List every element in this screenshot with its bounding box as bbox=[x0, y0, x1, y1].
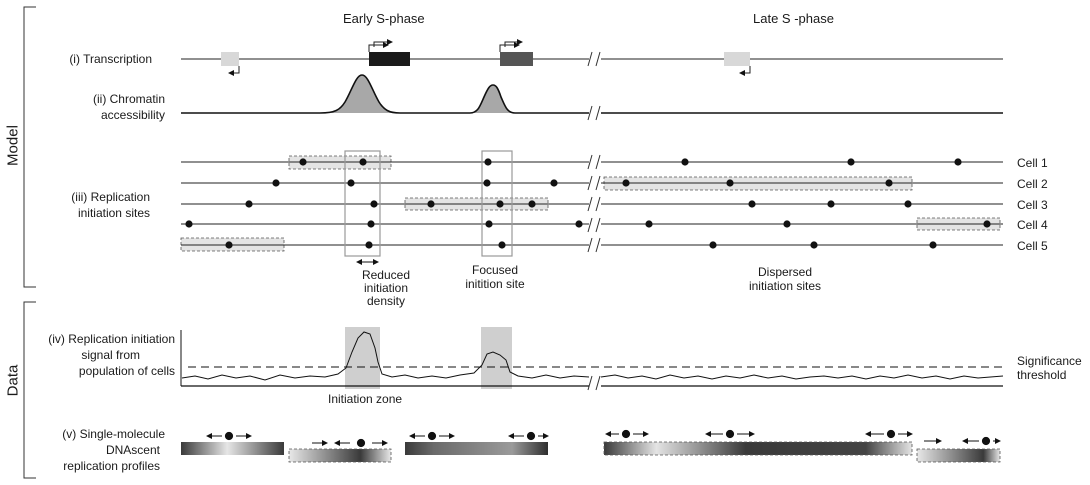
cell-label-1: Cell 1 bbox=[1017, 156, 1048, 170]
active-gene-2 bbox=[500, 52, 533, 66]
row-label-signal-3: population of cells bbox=[78, 364, 175, 378]
row-label-chromatin-1: (ii) Chromatin bbox=[92, 92, 165, 106]
annotation-dispersed-2: initiation sites bbox=[748, 279, 822, 293]
phase-title-early: Early S-phase bbox=[343, 11, 425, 26]
dnascent-bar-4 bbox=[603, 441, 913, 456]
dnascent-bar-1 bbox=[181, 442, 284, 455]
annotation-dispersed-1: Dispersed bbox=[757, 265, 813, 279]
signal-track bbox=[180, 327, 1004, 389]
annotation-significance-2: threshold bbox=[1017, 368, 1067, 382]
row-label-chromatin-2: accessibility bbox=[100, 108, 165, 122]
data-bracket bbox=[23, 301, 36, 479]
inactive-gene-2 bbox=[724, 52, 750, 66]
cell-label-5: Cell 5 bbox=[1017, 239, 1048, 253]
dnascent-bar-5 bbox=[916, 448, 1001, 463]
annotation-focused-1: Focused bbox=[471, 263, 519, 277]
cell-label-3: Cell 3 bbox=[1017, 198, 1048, 212]
cell-label-2: Cell 2 bbox=[1017, 177, 1048, 191]
initiation-zone-1 bbox=[345, 327, 380, 389]
signal-curve bbox=[181, 331, 1004, 381]
chromatin-track bbox=[181, 74, 1003, 114]
annotation-reduced-2: initiation bbox=[363, 281, 409, 295]
annotation-reduced-3: density bbox=[366, 294, 406, 308]
annotation-focused-2: initition site bbox=[465, 277, 525, 291]
model-bracket bbox=[23, 6, 36, 288]
transcription-track bbox=[181, 39, 1003, 76]
active-gene-1 bbox=[369, 52, 410, 66]
focused-site-box bbox=[481, 150, 513, 257]
reduced-density-box bbox=[344, 150, 381, 257]
axis-break-marks bbox=[587, 51, 601, 391]
dnascent-origins bbox=[206, 429, 1001, 448]
cell-label-4: Cell 4 bbox=[1017, 218, 1048, 232]
row-label-signal-1: (iv) Replication initiation bbox=[48, 332, 175, 346]
row-label-single-3: replication profiles bbox=[63, 459, 160, 473]
row-label-single-2: DNAscent bbox=[105, 443, 160, 457]
annotation-reduced-1: Reduced bbox=[361, 268, 411, 282]
row-label-replication-1: (iii) Replication bbox=[71, 190, 150, 204]
initiation-zone-2 bbox=[481, 327, 512, 389]
inactive-gene-1 bbox=[221, 52, 239, 66]
row-label-replication-2: initiation sites bbox=[77, 206, 150, 220]
row-label-single-1: (v) Single-molecule bbox=[62, 427, 165, 441]
section-label-model: Model bbox=[4, 125, 22, 166]
dnascent-bar-2 bbox=[288, 448, 392, 463]
cell-lines bbox=[181, 161, 1003, 246]
dnascent-bars bbox=[181, 441, 1001, 463]
row-label-signal-2: signal from bbox=[81, 348, 140, 362]
dnascent-bar-3 bbox=[405, 442, 548, 455]
annotation-initiation-zone: Initiation zone bbox=[328, 392, 403, 406]
annotation-significance-1: Significance bbox=[1017, 354, 1082, 368]
row-label-transcription: (i) Transcription bbox=[69, 52, 152, 66]
section-label-data: Data bbox=[4, 364, 22, 397]
initiation-dots bbox=[185, 158, 991, 249]
phase-title-late: Late S -phase bbox=[753, 11, 834, 26]
